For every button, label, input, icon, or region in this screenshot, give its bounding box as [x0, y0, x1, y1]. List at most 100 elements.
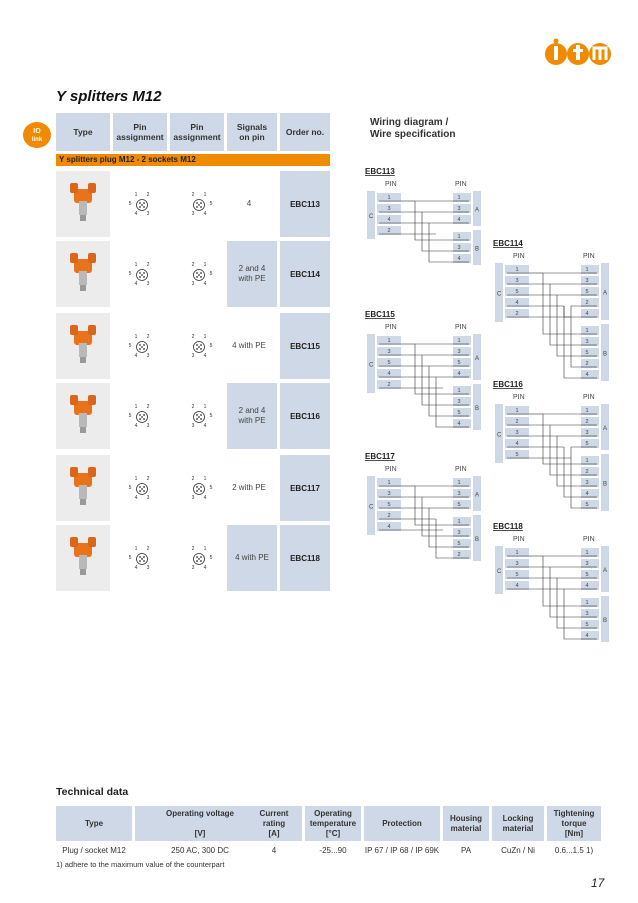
- pin-cell: [581, 478, 599, 487]
- pin-number: 1: [457, 388, 460, 394]
- connector-c-label: C: [369, 363, 374, 369]
- pin-number: 1: [457, 480, 460, 486]
- pin-number: 1: [515, 408, 518, 414]
- connector-c-label: C: [369, 505, 374, 511]
- pin-cell: [505, 406, 529, 415]
- tech-value-3: -25...90: [319, 846, 347, 855]
- pin-number: 3: [457, 245, 460, 251]
- wire: [428, 508, 453, 548]
- pin-cell: [377, 511, 401, 520]
- wire: [435, 377, 453, 428]
- pin-cell: [453, 419, 471, 428]
- pin-number: 4: [135, 565, 138, 571]
- svg-text:IO: IO: [33, 128, 41, 135]
- pin-cell: [453, 369, 471, 378]
- pin-number: 3: [457, 206, 460, 212]
- pin-cell: [581, 548, 599, 557]
- diagram-name: EBC116: [493, 380, 523, 389]
- table-header-pin-2: Pin assignment: [170, 113, 224, 151]
- tech-header-7: Tightening torque [Nm]: [547, 806, 601, 841]
- tech-header-4: Protection: [364, 806, 440, 841]
- pin-number: 2: [387, 382, 390, 388]
- pin-cell: [453, 517, 471, 526]
- pin-number: 2: [147, 476, 150, 482]
- pin-number: 2: [192, 476, 195, 482]
- pin-number: 4: [204, 495, 207, 501]
- pin-number: 1: [387, 338, 390, 344]
- pin-cell: [453, 550, 471, 559]
- page-title: Y splitters M12: [56, 88, 162, 105]
- pin-number: 3: [147, 353, 150, 359]
- tech-header-6: Locking material: [492, 806, 544, 841]
- wiring-title: Wiring diagram / Wire specification: [370, 117, 456, 140]
- table-header-order: Order no.: [280, 113, 330, 151]
- pin-cell: [505, 428, 529, 437]
- pin-number: 4: [585, 583, 588, 589]
- pin-cell: [581, 631, 599, 640]
- pin-heading: PIN: [513, 394, 525, 401]
- order-number: EBC117: [280, 455, 330, 521]
- pin-number: 2: [387, 513, 390, 519]
- wire: [414, 486, 453, 526]
- wire: [542, 273, 581, 335]
- pin-number: 4: [585, 491, 588, 497]
- pin-number: 2: [192, 546, 195, 552]
- pin-number: 2: [457, 552, 460, 558]
- wire: [414, 344, 453, 395]
- pin-cell: [581, 337, 599, 346]
- pin-heading: PIN: [583, 394, 595, 401]
- wire: [421, 497, 453, 537]
- pin-number: 5: [457, 502, 460, 508]
- pin-cell: [453, 232, 471, 241]
- connector-c-label: C: [497, 569, 502, 575]
- pin-cell: [377, 215, 401, 224]
- wire: [549, 425, 581, 476]
- pin-number: 1: [585, 458, 588, 464]
- pin-number: 4: [135, 423, 138, 429]
- pin-cell: [453, 347, 471, 356]
- pin-number: 4: [135, 211, 138, 217]
- pin-cell: [581, 417, 599, 426]
- pin-cell: [581, 456, 599, 465]
- connector-c-label: C: [497, 292, 502, 298]
- tech-header-1: Operating voltage [V]: [135, 806, 265, 841]
- pin-number: 4: [204, 211, 207, 217]
- pin-cell: [581, 609, 599, 618]
- pin-number: 3: [515, 278, 518, 284]
- pin-number: 5: [210, 555, 213, 561]
- tech-value-6: CuZn / Ni: [501, 846, 535, 855]
- pin-cell: [505, 309, 529, 318]
- pin-cell: [581, 287, 599, 296]
- pin-number: 3: [585, 339, 588, 345]
- pin-number: 2: [585, 361, 588, 367]
- pin-number: 5: [387, 502, 390, 508]
- connector-a-label: A: [603, 568, 607, 574]
- pin-number: 5: [457, 541, 460, 547]
- wire: [421, 355, 453, 406]
- pin-number: 1: [457, 195, 460, 201]
- pin-number: 3: [147, 423, 150, 429]
- pin-cell: [453, 204, 471, 213]
- connector-b-block: [473, 515, 481, 561]
- signals-cell: 2 and 4 with PE: [227, 383, 277, 449]
- pin-cell: [453, 215, 471, 224]
- pin-number: 3: [457, 349, 460, 355]
- pin-number: 2: [192, 334, 195, 340]
- pin-heading: PIN: [513, 536, 525, 543]
- pin-cell: [377, 193, 401, 202]
- pin-number: 3: [585, 480, 588, 486]
- pin-number: 5: [457, 410, 460, 416]
- ifm-logo: [545, 38, 611, 65]
- wire: [428, 223, 453, 263]
- pin-number: 5: [210, 271, 213, 277]
- wire: [570, 305, 581, 317]
- pin-cell: [505, 581, 529, 590]
- pin-number: 3: [147, 281, 150, 287]
- diagram-name: EBC115: [365, 310, 395, 319]
- pin-number: 5: [129, 201, 132, 207]
- pin-cell: [581, 598, 599, 607]
- pin-number: 1: [585, 600, 588, 606]
